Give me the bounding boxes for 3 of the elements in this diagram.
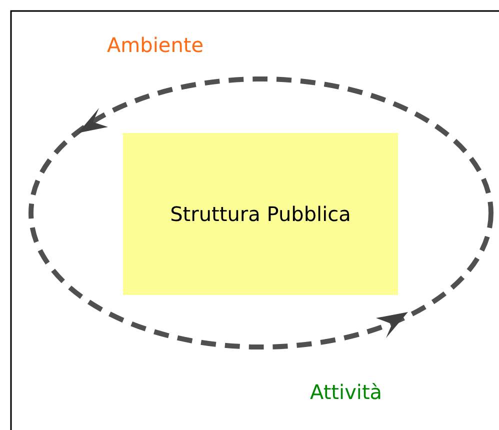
process-box: Struttura Pubblica xyxy=(123,133,398,295)
environment-label: Ambiente xyxy=(107,33,204,57)
activity-label: Attività xyxy=(310,380,382,404)
